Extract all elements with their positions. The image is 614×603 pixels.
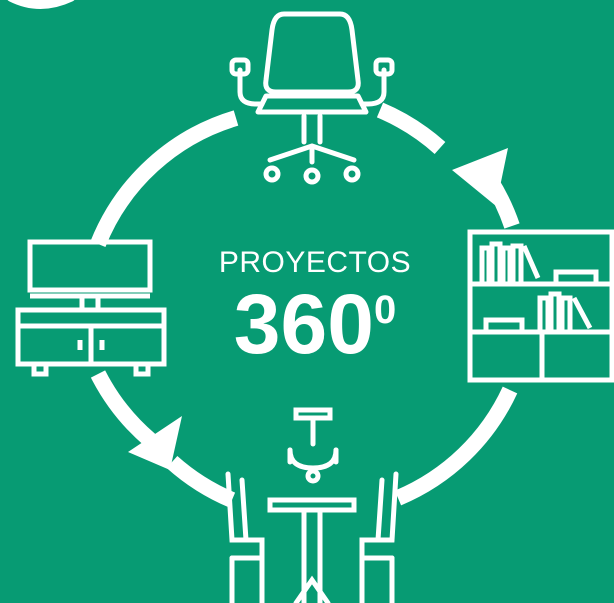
tv-stand-icon	[15, 239, 167, 377]
corner-swoosh	[7, 0, 75, 9]
title-superscript: 0	[373, 288, 397, 332]
dining-table-icon	[225, 407, 399, 603]
title-line: PROYECTOS	[218, 246, 412, 279]
arrow-head-right	[452, 148, 508, 206]
office-chair-icon	[229, 11, 395, 185]
title-number-value: 360	[233, 277, 374, 371]
title-number: 3600	[205, 282, 425, 382]
arrow-head-left	[128, 416, 182, 470]
bookshelf-icon	[467, 229, 614, 383]
